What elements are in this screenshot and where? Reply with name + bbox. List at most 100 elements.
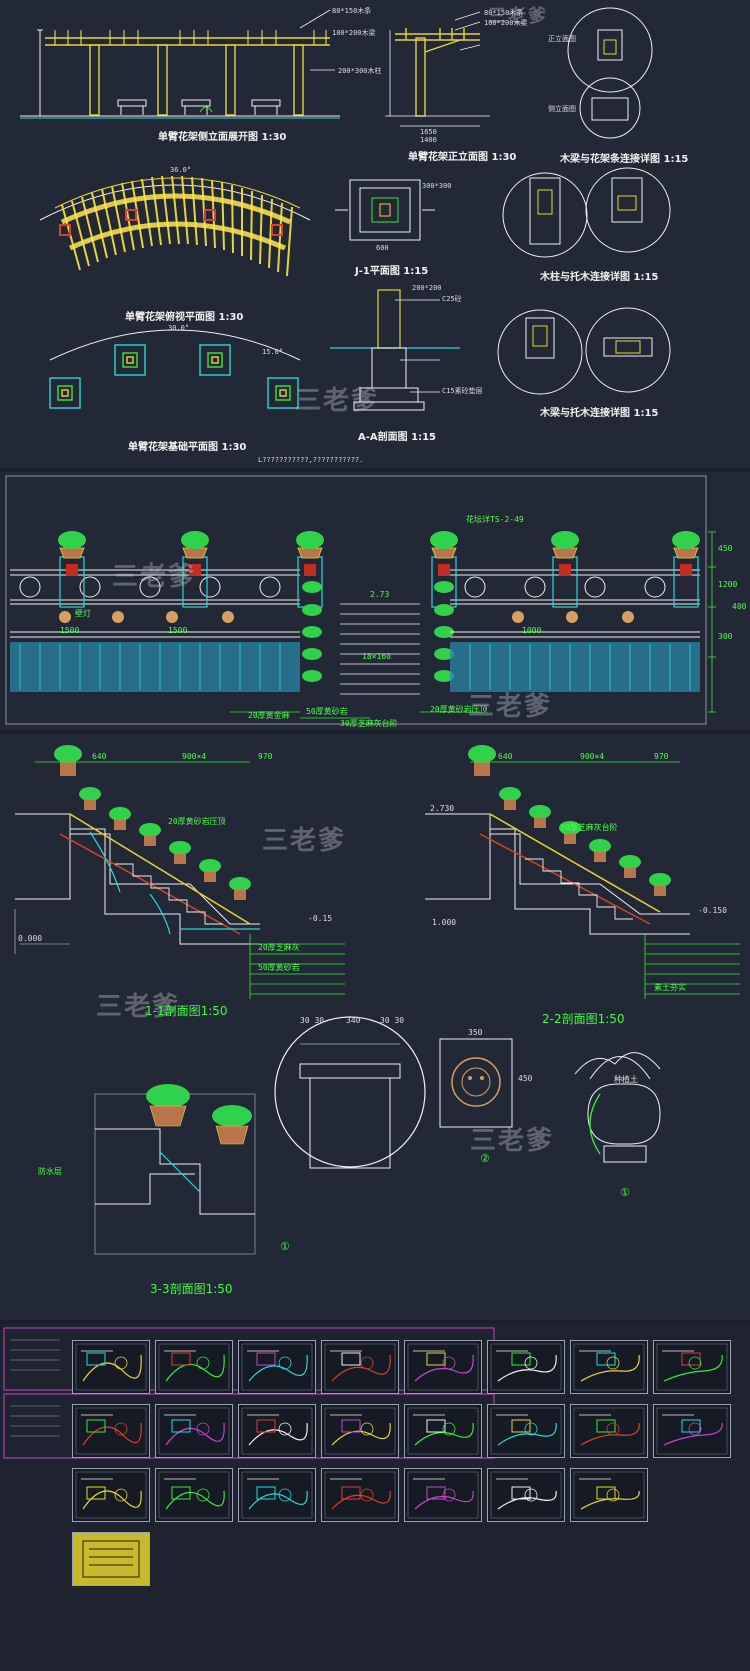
detail-dim-2: 340: [346, 1016, 361, 1025]
note-sandstone: 50厚黄砂岩: [258, 963, 300, 972]
dim-top-right-1: 640: [498, 752, 513, 761]
dim-top-left-1: 640: [92, 752, 107, 761]
title-section-33: 3-3剖面图1:50: [150, 1282, 233, 1296]
beam-post-detail-circles: [497, 307, 671, 395]
circle-mark-1: ①: [280, 1240, 290, 1253]
callout-wood-strip: 80*150木条: [332, 7, 372, 15]
circle-mark-3: ①: [620, 1186, 630, 1199]
title-foundation-plan: 单臂花架基础平面图 1:30: [128, 442, 247, 453]
title-post-detail: 木柱与托木连接详图 1:15: [540, 272, 659, 283]
sheet-thumbnail[interactable]: [155, 1340, 233, 1394]
sheet-thumbnail[interactable]: [155, 1468, 233, 1522]
sheet-thumbnail[interactable]: [487, 1404, 565, 1458]
sheet-thumbnail[interactable]: [72, 1468, 150, 1522]
dim-angle-1: 36.0°: [170, 166, 192, 174]
callout-base: C15素砼垫层: [442, 387, 483, 395]
elev-left-low: -0.15: [308, 914, 333, 923]
callout-sandstone: 50厚黄砂岩: [306, 707, 348, 716]
stair-steps: [340, 603, 420, 695]
label-front-view: 正立面图: [548, 35, 576, 43]
dim-angle-3: 15.0°: [262, 348, 284, 356]
pergola-drawing-panel: 三老爹 三老爹 单臂花架侧立面展开图 1:30 单臂花架正立面图 1:30 木梁…: [0, 0, 750, 468]
dim-span-1: 1500: [60, 626, 80, 635]
dim-top-left-3: 970: [258, 752, 273, 761]
dim-top-right-2: 900×4: [580, 752, 605, 761]
label-lamp: 壁灯: [75, 609, 91, 618]
pergola-drawing-canvas: [20, 7, 671, 411]
sheet-thumbnail[interactable]: [487, 1468, 565, 1522]
note-marks: L???????????,???????????.: [258, 456, 364, 464]
title-beam-detail: 木梁与花架条连接详图 1:15: [560, 154, 689, 165]
circle-mark-2: ②: [480, 1152, 490, 1165]
detail-dim-5: 450: [518, 1074, 533, 1083]
sheet-thumbnail[interactable]: [653, 1340, 731, 1394]
sheet-thumbnail[interactable]: [72, 1404, 150, 1458]
sheet-thumbnail[interactable]: [321, 1404, 399, 1458]
top-plan-graphic: [39, 175, 311, 277]
sheet-thumbnail[interactable]: [238, 1340, 316, 1394]
sheet-thumbnail[interactable]: [570, 1404, 648, 1458]
sheet-thumbnail[interactable]: [570, 1340, 648, 1394]
urn-plant-detail: [574, 1052, 661, 1163]
elev-right-low: 1.000: [432, 918, 457, 927]
dim-top-right-3: 970: [654, 752, 669, 761]
sheet-thumbnail[interactable]: [321, 1340, 399, 1394]
dim-front-2: 1400: [420, 136, 437, 144]
sheet-thumbnail[interactable]: [72, 1532, 150, 1586]
j1-plan-graphic: [335, 179, 435, 241]
foundation-plan-graphic: [49, 329, 301, 409]
note-granite: 20厚芝麻灰: [258, 943, 300, 952]
sheet-thumbnail[interactable]: [570, 1468, 648, 1522]
detail-dim-4: 350: [468, 1028, 483, 1037]
dim-span-2: 1000: [522, 626, 542, 635]
sheet-thumbnail[interactable]: [404, 1404, 482, 1458]
note-waterproof: 防水层: [38, 1167, 62, 1176]
dim-steps: 18×160: [362, 652, 391, 661]
dim-right-3: 400: [732, 602, 747, 611]
post-detail-circles: [502, 167, 671, 258]
title-side-elevation: 单臂花架侧立面展开图 1:30: [158, 132, 287, 143]
sheet-thumbnail[interactable]: [238, 1468, 316, 1522]
coping-detail-circle: [274, 1016, 426, 1169]
section-11-graphic: [14, 745, 345, 999]
detail-dim-1: 30 30: [300, 1016, 325, 1025]
dim-angle-2: 30.0°: [168, 324, 190, 332]
railing-elevation-canvas: [5, 475, 716, 725]
title-top-plan: 单臂花架俯视平面图 1:30: [125, 312, 244, 323]
railing-elevation-panel: 三老爹 三老爹 花坛详TS-2-49 20厚黄金麻 50厚黄砂岩 20厚黄砂岩压…: [0, 472, 750, 730]
callout-concrete: C25砼: [442, 295, 462, 303]
section-33-graphic: [94, 1084, 256, 1255]
elev-top: 2.730: [430, 804, 455, 813]
title-section-aa: A-A剖面图 1:15: [358, 432, 436, 443]
sheet-thumbnail[interactable]: [155, 1404, 233, 1458]
section-22-graphic: [425, 745, 740, 999]
sheet-thumbnail[interactable]: [321, 1468, 399, 1522]
beam-detail-circle: [567, 7, 653, 139]
dim-right-2: 1200: [718, 580, 738, 589]
dim-right-4: 300: [718, 632, 733, 641]
dim-right-1: 450: [718, 544, 733, 553]
note-coping: 20厚黄砂岩压顶: [168, 817, 226, 826]
sheet-thumbnail[interactable]: [487, 1340, 565, 1394]
title-front-elevation: 单臂花架正立面图 1:30: [408, 152, 517, 163]
sheet-thumbnail[interactable]: [404, 1340, 482, 1394]
title-section-11: 1-1剖面图1:50: [145, 1004, 228, 1018]
callout-wood-strip: 80*150木条: [484, 9, 524, 17]
sheet-thumbnail[interactable]: [238, 1404, 316, 1458]
dim-span-1: 1500: [168, 626, 188, 635]
dim-plan-width: 600: [376, 244, 389, 252]
elev-right: -0.150: [698, 906, 727, 915]
elev-zero: 0.000: [18, 934, 43, 943]
sheet-thumbnail[interactable]: [653, 1404, 731, 1458]
callout-coping: 20厚黄砂岩压顶: [430, 705, 488, 714]
callout-planter-ref: 花坛详TS-2-49: [466, 515, 524, 524]
callout-wood-beam: 100*200木梁: [332, 29, 376, 37]
label-side-view: 侧立面图: [548, 105, 576, 113]
sheet-thumbnail[interactable]: [404, 1468, 482, 1522]
planter-urns: [58, 531, 700, 559]
sheet-thumbnail[interactable]: [72, 1340, 150, 1394]
note-soil: 素土夯实: [654, 983, 686, 992]
title-section-22: 2-2剖面图1:50: [542, 1012, 625, 1026]
title-j1-plan: J-1平面图 1:15: [355, 266, 429, 277]
section-aa-graphic: [330, 289, 460, 411]
